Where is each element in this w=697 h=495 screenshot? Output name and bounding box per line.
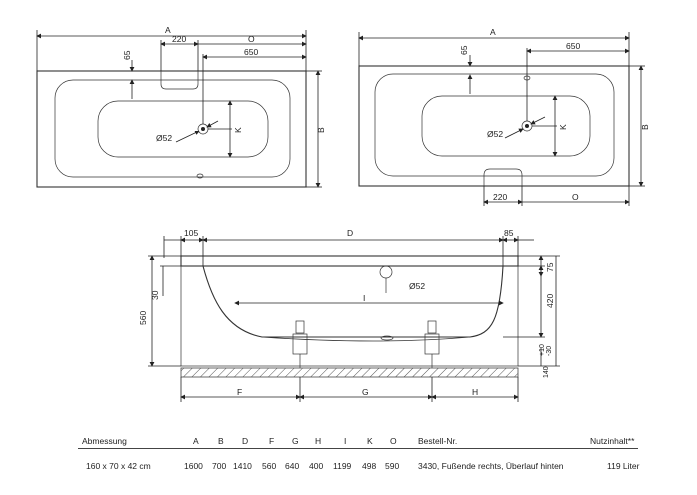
label-h: H [472,387,478,397]
header-i: I [344,436,347,446]
label-k-right: K [558,124,568,130]
label-a-right: A [490,27,496,37]
cell-b: 700 [212,461,227,471]
label-d: D [347,228,353,238]
handle-recess-right [483,168,523,186]
drain-center-left [201,127,205,131]
label-a-left: A [165,25,171,35]
table-divider [78,448,638,449]
tub-outer-rim-right [358,65,630,187]
label-220-right: 220 [493,192,507,202]
cell-bestell-nr: 3430, Fußende rechts, Überlauf hinten [418,461,564,471]
label-minus30: -30 [546,346,553,356]
header-nutzinhalt: Nutzinhalt** [590,436,635,446]
label-560: 560 [138,311,148,325]
cell-abmessung: 160 x 70 x 42 cm [86,461,151,471]
header-g: G [292,436,299,446]
foot-left [292,320,308,368]
label-d52-left: Ø52 [156,133,172,143]
drain-side [380,335,394,341]
header-f: F [269,436,275,446]
header-h: H [315,436,322,446]
header-k: K [367,436,373,446]
label-65-left: 65 [122,50,132,60]
label-g: G [362,387,369,397]
tub-basin-right [421,95,591,157]
tub-basin-profile [202,265,504,338]
tub-apron-side [180,265,519,367]
header-abmessung: Abmessung [82,436,127,446]
cell-k: 498 [362,461,377,471]
label-b-right: B [640,124,650,130]
label-o-right: O [572,192,579,202]
label-d52-right: Ø52 [487,129,503,139]
cell-f: 560 [262,461,277,471]
label-65-right: 65 [459,45,469,55]
drain-center-right [525,124,529,128]
label-b-left: B [316,127,326,133]
cell-d: 1410 [233,461,252,471]
label-k-left: K [233,127,243,133]
overflow-side [379,265,393,279]
label-d52-side: Ø52 [409,281,425,291]
top-view-right: A 650 65 B K Ø52 220 O [358,27,650,206]
cell-o: 590 [385,461,400,471]
header-bestell-nr: Bestell-Nr. [418,436,458,446]
tub-inner-rim-left [54,79,291,178]
header-d: D [242,436,249,446]
tub-outer-rim-left [36,70,307,188]
handle-recess-left [160,71,199,90]
label-o-left: O [248,34,255,44]
top-view-left: A 220 O 650 65 B K Ø52 [36,25,326,188]
cell-i: 1199 [333,461,352,471]
label-220-left: 220 [172,34,186,44]
tub-inner-rim-right [374,73,615,177]
floor-hatch [180,367,519,378]
tub-basin-left [97,100,269,158]
label-i: I [363,293,365,303]
foot-right [424,320,440,368]
label-75: 75 [545,262,555,272]
label-420: 420 [545,294,555,308]
overflow-left [196,173,204,179]
cell-h: 400 [309,461,324,471]
label-85: 85 [504,228,514,238]
cell-a: 1600 [184,461,203,471]
header-a: A [193,436,199,446]
label-105: 105 [184,228,198,238]
label-140: 140 [543,366,550,378]
header-o: O [390,436,397,446]
label-650-left: 650 [244,47,258,57]
cell-nutzinhalt: 119 Liter [607,461,640,471]
side-view: 105 D 85 75 420 560 30 I Ø52 +10 -30 140… [138,228,560,402]
label-plus10: +10 [539,344,546,356]
label-30: 30 [150,290,160,300]
label-f: F [237,387,242,397]
label-650-right: 650 [566,41,580,51]
tub-rim-side [180,255,519,267]
cell-g: 640 [285,461,300,471]
header-b: B [218,436,224,446]
